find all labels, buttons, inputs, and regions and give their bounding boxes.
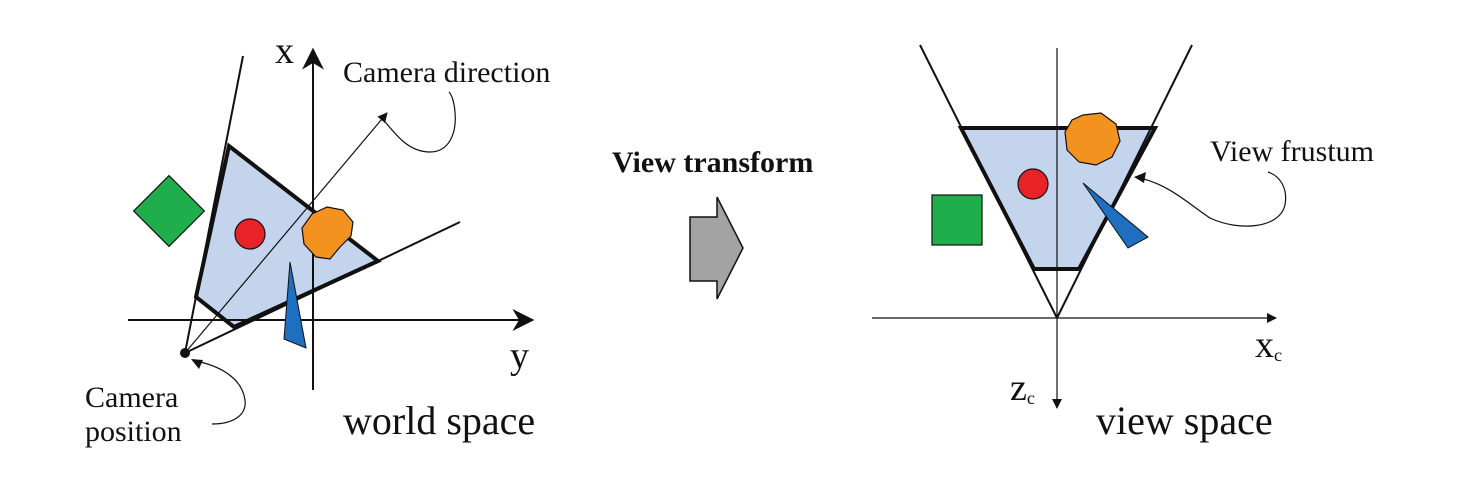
world-space-panel: x y Camera direction Camera position wor… — [85, 30, 550, 448]
view-frustum-label: View frustum — [1210, 135, 1374, 168]
world-orange-octagon — [301, 206, 354, 260]
view-orange-octagon — [1064, 112, 1121, 166]
world-axis-y-label: y — [510, 335, 529, 377]
view-transform-panel: View transform — [612, 146, 813, 300]
view-blue-triangle — [1082, 182, 1149, 249]
view-frustum-leader-arrowhead — [1134, 172, 1146, 183]
view-frustum-edge-left — [919, 44, 1058, 319]
world-axis-x-label: x — [275, 30, 294, 72]
view-red-circle — [1017, 168, 1049, 200]
world-frustum-edge-right — [184, 221, 461, 354]
camera-position-leader-arrowhead — [191, 359, 203, 369]
camera-position-dot — [180, 348, 190, 358]
camera-direction-ray — [184, 112, 388, 354]
world-space-label: world space — [343, 398, 535, 443]
view-frustum — [957, 126, 1159, 271]
view-frustum-edge-right — [1056, 44, 1193, 319]
world-red-circle — [234, 218, 266, 250]
camera-position-label-line2: position — [85, 415, 182, 448]
right-arrow-icon — [689, 196, 744, 300]
view-space-panel: View frustum xc zc view space — [872, 44, 1374, 443]
world-green-square — [132, 174, 206, 248]
view-axis-z-label: zc — [1010, 367, 1035, 409]
world-blue-triangle — [283, 261, 307, 349]
camera-direction-label: Camera direction — [343, 56, 550, 89]
camera-position-label-line1: Camera — [85, 381, 178, 414]
view-green-square — [931, 194, 983, 246]
camera-direction-leader — [381, 91, 456, 153]
world-frustum-edge-left — [184, 55, 244, 354]
view-axis-x-label: xc — [1255, 324, 1282, 366]
camera-position-leader — [195, 360, 246, 425]
view-transform-label: View transform — [612, 146, 813, 179]
view-frustum-leader — [1139, 171, 1287, 227]
view-space-label: view space — [1096, 398, 1273, 443]
